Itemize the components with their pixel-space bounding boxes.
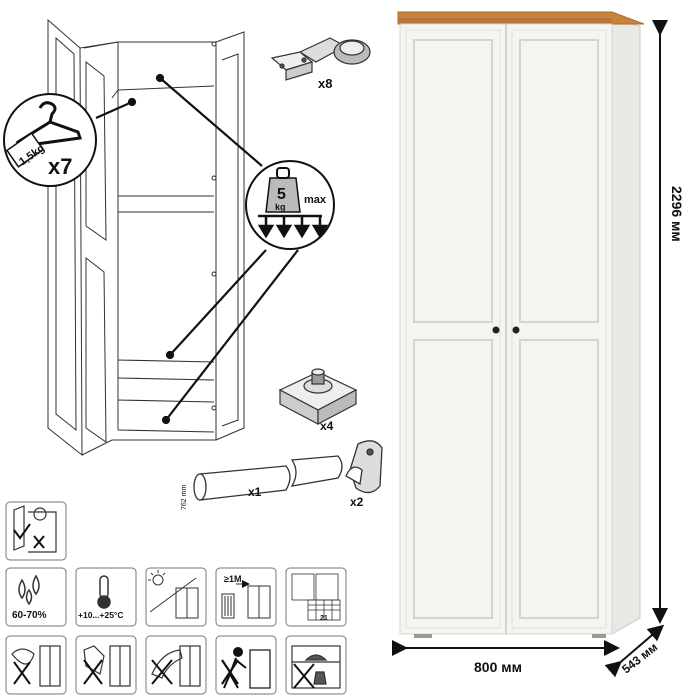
rail-icon — [193, 455, 343, 501]
no-abrasive-icon — [151, 645, 201, 687]
rail-length-label: 762 mm — [181, 485, 188, 510]
foot-icon — [278, 368, 358, 425]
calendar-day-label: 21 — [320, 615, 328, 622]
humidity-icon — [18, 574, 40, 606]
wall-mount-icon — [13, 505, 57, 553]
two-person-assembly-icon — [221, 647, 271, 689]
heater-distance-icon — [221, 580, 271, 619]
wardrobe-render — [397, 11, 645, 638]
dimension-lines — [392, 20, 668, 678]
rail-holder-icon — [345, 440, 383, 494]
calendar-icon — [291, 573, 341, 621]
sunlight-icon — [148, 570, 199, 619]
open-wardrobe-drawing — [47, 18, 245, 457]
hinge-qty-label: x8 — [318, 76, 332, 91]
left-door-knob — [492, 326, 500, 334]
hanger-badge: 1,5kg x7 — [3, 93, 97, 187]
down-arrows-icon — [257, 214, 329, 239]
thermometer-icon — [97, 575, 111, 609]
height-dimension-label: 2296 мм — [669, 186, 684, 242]
weight-icon — [265, 167, 301, 213]
hinge-icon — [270, 37, 371, 81]
no-overload-icon — [291, 645, 341, 689]
rail-holder-qty-label: x2 — [350, 495, 364, 509]
distance-label: ≥1M — [224, 574, 241, 584]
right-door-knob — [512, 326, 520, 334]
humidity-label: 60-70% — [12, 610, 47, 621]
shelf-load-max: max — [304, 194, 327, 206]
shelf-load-value: 5 — [277, 186, 286, 203]
shelf-load-badge: 5 kg max — [245, 160, 335, 250]
no-wet-cloth-icon — [11, 645, 61, 687]
care-icons — [5, 501, 347, 695]
pointer-lines — [95, 73, 299, 425]
temperature-label: +10...+25°C — [78, 610, 123, 620]
no-chemical-icon — [83, 645, 131, 687]
hanger-qty-label: x7 — [48, 154, 72, 179]
foot-qty-label: x4 — [320, 419, 334, 433]
rail-qty-label: x1 — [248, 485, 262, 499]
shelf-load-unit: kg — [275, 202, 286, 212]
width-dimension-label: 800 мм — [474, 659, 522, 675]
